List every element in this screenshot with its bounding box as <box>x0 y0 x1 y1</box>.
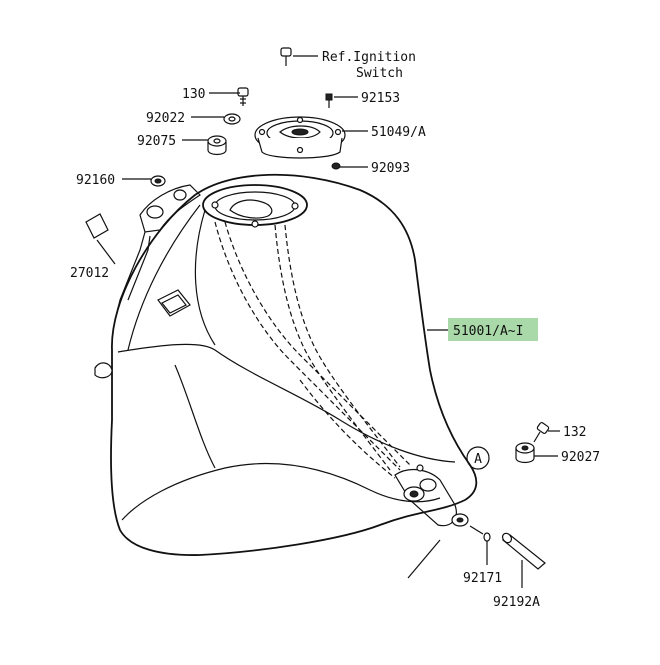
part-92027-collar <box>515 442 535 464</box>
label-51001: 51001/A~I <box>453 324 523 339</box>
leader-lines <box>96 55 560 588</box>
part-92022-washer <box>223 113 241 125</box>
part-92153-screw <box>325 93 333 108</box>
label-92171: 92171 <box>463 571 502 586</box>
axis-line <box>407 539 441 579</box>
part-130-bolt <box>237 87 249 106</box>
part-132-bolt <box>533 422 550 443</box>
label-92192a: 92192A <box>493 595 540 610</box>
part-92093-seal <box>331 162 341 170</box>
axis-line <box>469 525 484 535</box>
label-ref-ignition: Ref.Ignition <box>322 50 416 65</box>
label-ref-switch: Switch <box>356 66 403 81</box>
label-92093: 92093 <box>371 161 410 176</box>
label-92075: 92075 <box>137 134 176 149</box>
part-92171-clip <box>483 532 491 542</box>
highlight-box <box>448 318 538 341</box>
label-130: 130 <box>182 87 205 102</box>
marker-a: A <box>466 446 490 470</box>
label-92153: 92153 <box>361 91 400 106</box>
label-92027: 92027 <box>561 450 600 465</box>
part-51049-cap <box>254 116 346 159</box>
label-92160: 92160 <box>76 173 115 188</box>
label-92022: 92022 <box>146 111 185 126</box>
label-27012: 27012 <box>70 266 109 281</box>
label-132: 132 <box>563 425 586 440</box>
part-27012-pad <box>85 213 109 239</box>
fuel-tank <box>94 173 478 556</box>
part-92160-grommet <box>150 175 166 187</box>
marker-a-label: A <box>474 452 482 467</box>
label-51049: 51049/A <box>371 125 426 140</box>
part-92075-damper <box>207 135 227 156</box>
part-ref-bolt <box>280 47 292 66</box>
part-92192a-pipe <box>501 532 546 570</box>
